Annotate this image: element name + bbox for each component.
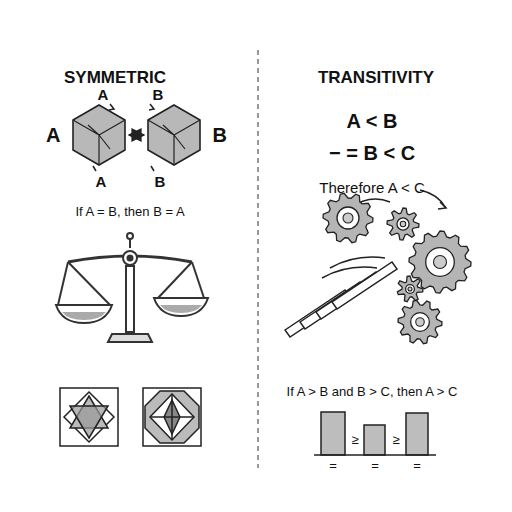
text-label: A: [98, 86, 109, 103]
text-label: B: [153, 86, 164, 103]
gear: [387, 208, 419, 240]
text-label: ≥: [392, 433, 399, 448]
text-label: A: [96, 173, 107, 190]
symmetric-figures: [60, 388, 201, 446]
text-label: − = B < C: [329, 142, 415, 165]
text-label: A < B: [347, 110, 398, 133]
text-label: If A > B and B > C, then A > C: [277, 385, 467, 400]
balance-scale: [56, 233, 208, 342]
hexagon-shape: A: [46, 103, 128, 167]
text-label: ≥: [351, 433, 358, 448]
node-letter: A: [46, 125, 60, 145]
gear: [323, 193, 373, 242]
gear: [397, 276, 423, 302]
bar-chart: [314, 412, 436, 455]
gears: [323, 193, 471, 343]
text-label: =: [329, 459, 337, 474]
text-label: =: [371, 459, 379, 474]
node-letter: B: [213, 125, 227, 145]
double-arrow: [129, 134, 144, 136]
hexagon-outline: [70, 103, 128, 167]
panel-heading: SYMMETRIC: [64, 68, 166, 88]
text-label: =: [413, 459, 421, 474]
hexagon-outline: [145, 103, 203, 167]
text-label: B: [155, 173, 166, 190]
text-label: If A = B, then B = A: [75, 205, 184, 220]
divider-line: [257, 50, 258, 468]
panel-heading: TRANSITIVITY: [318, 68, 434, 88]
text-label: Therefore A < C: [319, 179, 424, 196]
gear: [398, 300, 442, 343]
hexagon-shape: B: [145, 103, 227, 167]
